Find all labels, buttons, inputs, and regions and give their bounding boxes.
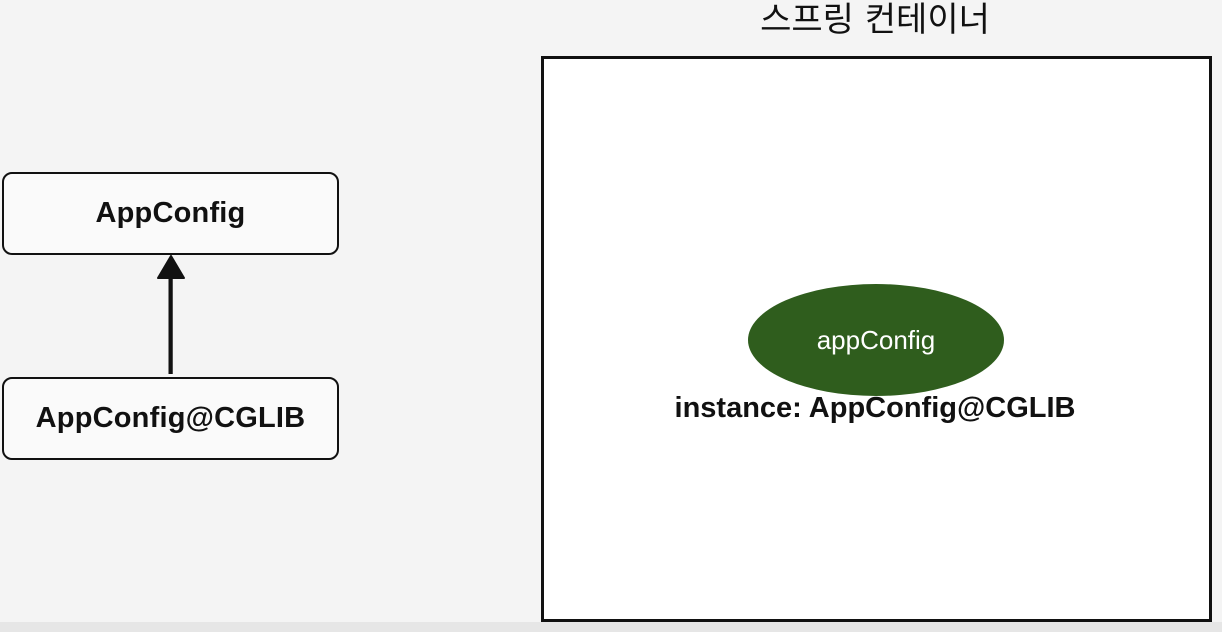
bean-instance-label: instance: AppConfig@CGLIB (674, 392, 1076, 424)
bean-name-label: appConfig (816, 324, 936, 355)
inheritance-arrow (157, 255, 185, 374)
bottom-strip (0, 622, 1222, 632)
bean-ellipse: appConfig (748, 284, 1004, 396)
appconfig-cglib-class-box: AppConfig@CGLIB (2, 377, 339, 460)
appconfig-class-box: AppConfig (2, 172, 339, 255)
spring-container-title: 스프링 컨테이너 (760, 0, 990, 40)
